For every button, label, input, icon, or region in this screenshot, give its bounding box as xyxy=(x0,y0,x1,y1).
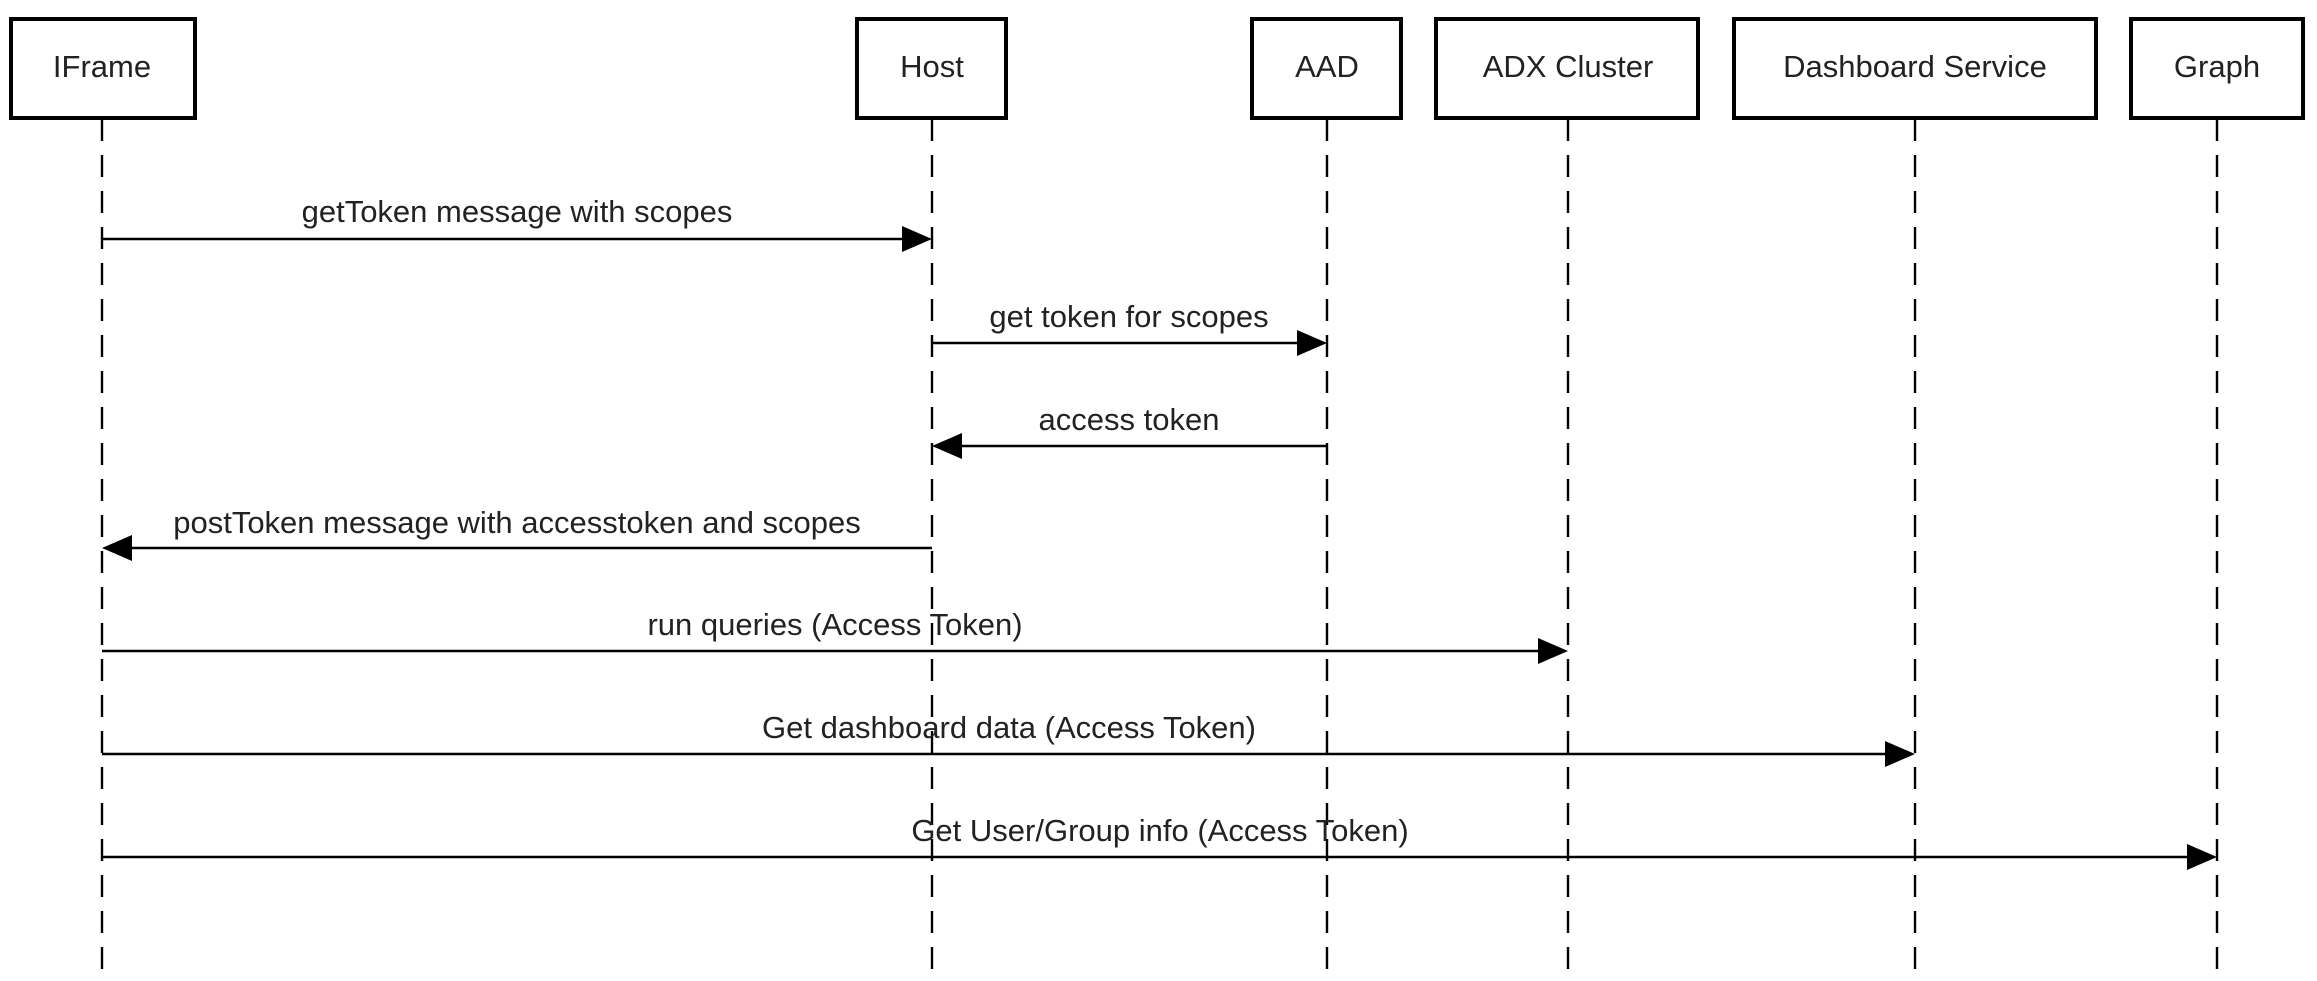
message-get-user-group-info: Get User/Group info (Access Token) xyxy=(102,813,2217,870)
message-label: Get User/Group info (Access Token) xyxy=(911,813,1408,848)
participant-adx-cluster: ADX Cluster xyxy=(1434,17,1700,120)
participant-label: Dashboard Service xyxy=(1783,49,2047,84)
arrow-left-icon xyxy=(102,535,132,561)
arrow-right-icon xyxy=(1538,638,1568,664)
message-label: getToken message with scopes xyxy=(302,194,733,229)
message-get-dashboard-data: Get dashboard data (Access Token) xyxy=(102,710,1915,767)
message-access-token: access token xyxy=(932,402,1327,459)
message-label: get token for scopes xyxy=(989,299,1268,334)
participant-label: ADX Cluster xyxy=(1483,49,1654,84)
message-get-token: getToken message with scopes xyxy=(102,194,932,252)
arrow-right-icon xyxy=(1885,741,1915,767)
participant-label: AAD xyxy=(1295,49,1359,84)
message-label: run queries (Access Token) xyxy=(647,607,1022,642)
message-get-token-for-scopes: get token for scopes xyxy=(932,299,1327,356)
arrow-right-icon xyxy=(2187,844,2217,870)
participant-aad: AAD xyxy=(1250,17,1403,120)
participant-graph: Graph xyxy=(2129,17,2305,120)
arrow-left-icon xyxy=(932,433,962,459)
participant-dashboard-service: Dashboard Service xyxy=(1732,17,2098,120)
participant-label: Host xyxy=(900,49,964,84)
participant-label: IFrame xyxy=(53,49,151,84)
message-run-queries: run queries (Access Token) xyxy=(102,607,1568,664)
lifelines xyxy=(100,119,2219,981)
message-label: postToken message with accesstoken and s… xyxy=(173,505,861,540)
participant-host: Host xyxy=(855,17,1008,120)
participant-label: Graph xyxy=(2174,49,2260,84)
message-label: Get dashboard data (Access Token) xyxy=(762,710,1256,745)
arrow-right-icon xyxy=(1297,330,1327,356)
participant-iframe: IFrame xyxy=(9,17,197,120)
arrow-right-icon xyxy=(902,226,932,252)
message-post-token: postToken message with accesstoken and s… xyxy=(102,505,932,561)
message-label: access token xyxy=(1039,402,1220,437)
